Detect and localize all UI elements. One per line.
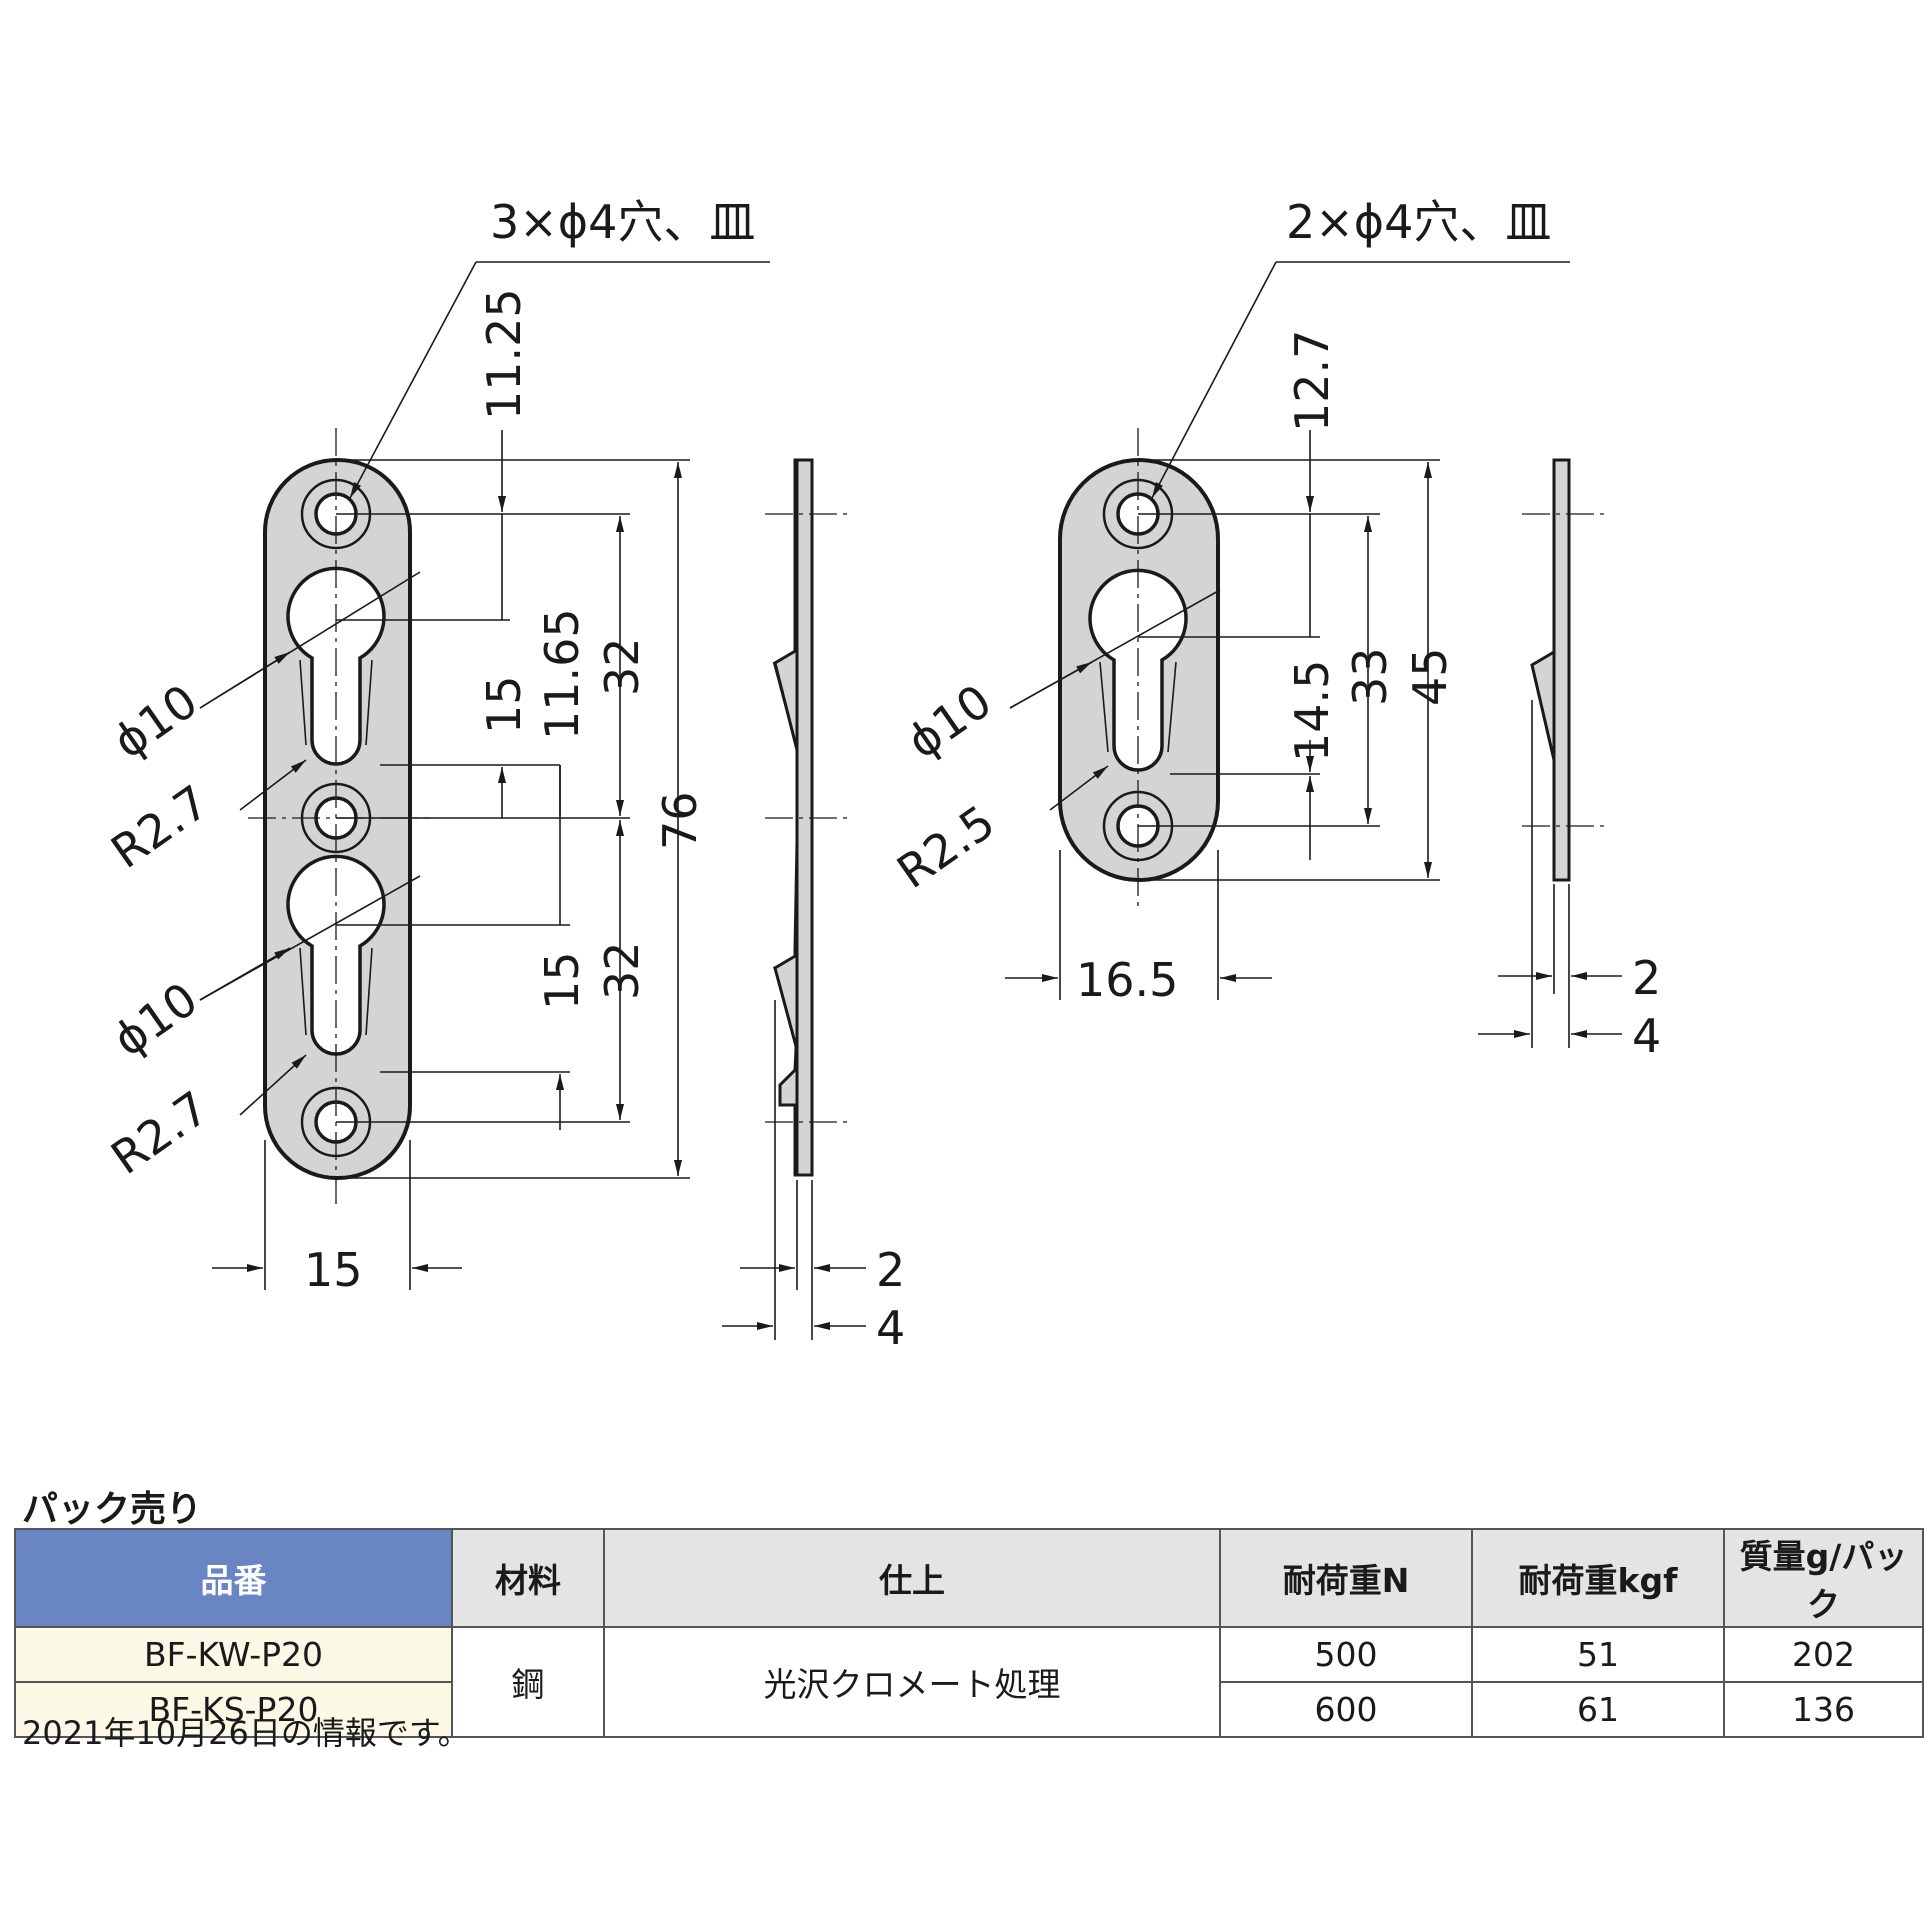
- info-date-note: 2021年10月26日の情報です。: [22, 1714, 470, 1752]
- left-dimensions: [199, 261, 770, 1290]
- dim-left-radius-lower: R2.7: [101, 1080, 218, 1185]
- dim-right-thickness: 2: [1632, 951, 1661, 1005]
- dim-right-radius: R2.5: [887, 794, 1004, 899]
- dim-left-slot-offset: 11.65: [535, 608, 589, 740]
- dim-left-radius-upper: R2.7: [101, 774, 218, 879]
- dim-left-pitch-lower: 32: [595, 941, 649, 1000]
- dim-left-pitch-upper: 32: [595, 637, 649, 696]
- right-bracket-front: [1058, 428, 1220, 910]
- header-load-n: 耐荷重N: [1219, 1528, 1473, 1628]
- dim-right-total-length: 45: [1403, 647, 1457, 706]
- left-hole-note: 3×ϕ4穴、皿: [490, 195, 755, 249]
- cell-model: BF-KS-P20: [14, 1681, 453, 1738]
- header-mass: 質量g/パック: [1723, 1528, 1924, 1628]
- dim-right-width: 16.5: [1076, 953, 1178, 1007]
- dim-right-top-offset: 12.7: [1285, 330, 1339, 432]
- dim-left-dia-lower: ϕ10: [103, 972, 207, 1067]
- cell-load-kgf: 51: [1471, 1626, 1725, 1683]
- table-header-row: 品番 材料 仕上 耐荷重N 耐荷重kgf 質量g/パック: [14, 1528, 1924, 1628]
- table-row: BF-KW-P20 鋼 光沢クロメート処理 500 51 202: [14, 1626, 1924, 1738]
- pack-sale-title: パック売り: [22, 1489, 203, 1530]
- dim-left-slot-len-upper: 15: [477, 675, 531, 734]
- technical-drawing: 3×ϕ4穴、皿 11.25 11.65 15 15 32 32 76 15 ϕ1…: [101, 195, 1661, 1355]
- right-bracket-side: 2 4: [1478, 458, 1661, 1063]
- left-dimension-labels: 3×ϕ4穴、皿 11.25 11.65 15 15 32 32 76 15 ϕ1…: [101, 195, 755, 1297]
- cell-finish: 光沢クロメート処理: [603, 1626, 1221, 1738]
- dim-right-pitch: 33: [1343, 647, 1397, 706]
- dim-left-slot-len-lower: 15: [535, 951, 589, 1010]
- left-bracket-front: [248, 428, 430, 1208]
- table-row: BF-KS-P20 600 61 136: [14, 1681, 1924, 1738]
- header-model: 品番: [14, 1528, 453, 1628]
- cell-load-n: 600: [1219, 1681, 1473, 1738]
- dim-right-total-thickness: 4: [1632, 1009, 1661, 1063]
- cell-load-n: 500: [1219, 1626, 1473, 1683]
- right-hole-note: 2×ϕ4穴、皿: [1286, 195, 1551, 249]
- dim-left-width: 15: [304, 1243, 363, 1297]
- dim-left-total-length: 76: [653, 791, 707, 850]
- dim-right-dia: ϕ10: [897, 674, 1001, 769]
- dim-left-thickness: 2: [876, 1243, 905, 1297]
- left-bracket-side: 2 4: [722, 458, 905, 1355]
- dim-left-top-offset: 11.25: [477, 288, 531, 420]
- cell-material: 鋼: [451, 1626, 605, 1738]
- dim-right-slot-len: 14.5: [1285, 660, 1339, 762]
- header-finish: 仕上: [603, 1528, 1221, 1628]
- dim-left-total-thickness: 4: [876, 1301, 905, 1355]
- right-dimensions: [1005, 261, 1570, 1000]
- cell-model: BF-KW-P20: [14, 1626, 453, 1683]
- dim-left-dia-upper: ϕ10: [103, 674, 207, 769]
- cell-mass: 202: [1723, 1626, 1924, 1683]
- header-load-kgf: 耐荷重kgf: [1471, 1528, 1725, 1628]
- cell-mass: 136: [1723, 1681, 1924, 1738]
- spec-table: 品番 材料 仕上 耐荷重N 耐荷重kgf 質量g/パック BF-KW-P20 鋼…: [14, 1528, 1924, 1738]
- header-material: 材料: [451, 1528, 605, 1628]
- cell-load-kgf: 61: [1471, 1681, 1725, 1738]
